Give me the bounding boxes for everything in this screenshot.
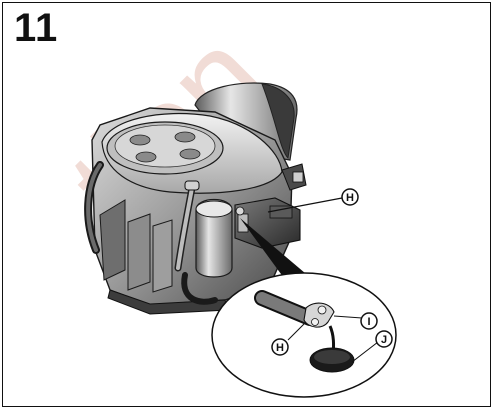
callout-j-detail	[375, 330, 393, 348]
callout-h-top-label: H	[346, 192, 354, 204]
leader-h-top	[267, 197, 343, 213]
callout-h-detail	[271, 338, 289, 356]
oil-drain-assembly	[234, 197, 301, 249]
oil-filter	[195, 198, 233, 278]
figure-frame	[2, 2, 491, 407]
callout-h-top	[341, 188, 359, 206]
figure-number: 11	[14, 6, 59, 50]
callout-i-detail-label: I	[367, 316, 370, 328]
callout-h-detail-label: H	[276, 342, 284, 354]
dipstick-cap	[184, 180, 200, 191]
detail-view	[211, 272, 397, 398]
callout-j-detail-label: J	[381, 334, 387, 346]
callout-i-detail	[360, 312, 378, 330]
